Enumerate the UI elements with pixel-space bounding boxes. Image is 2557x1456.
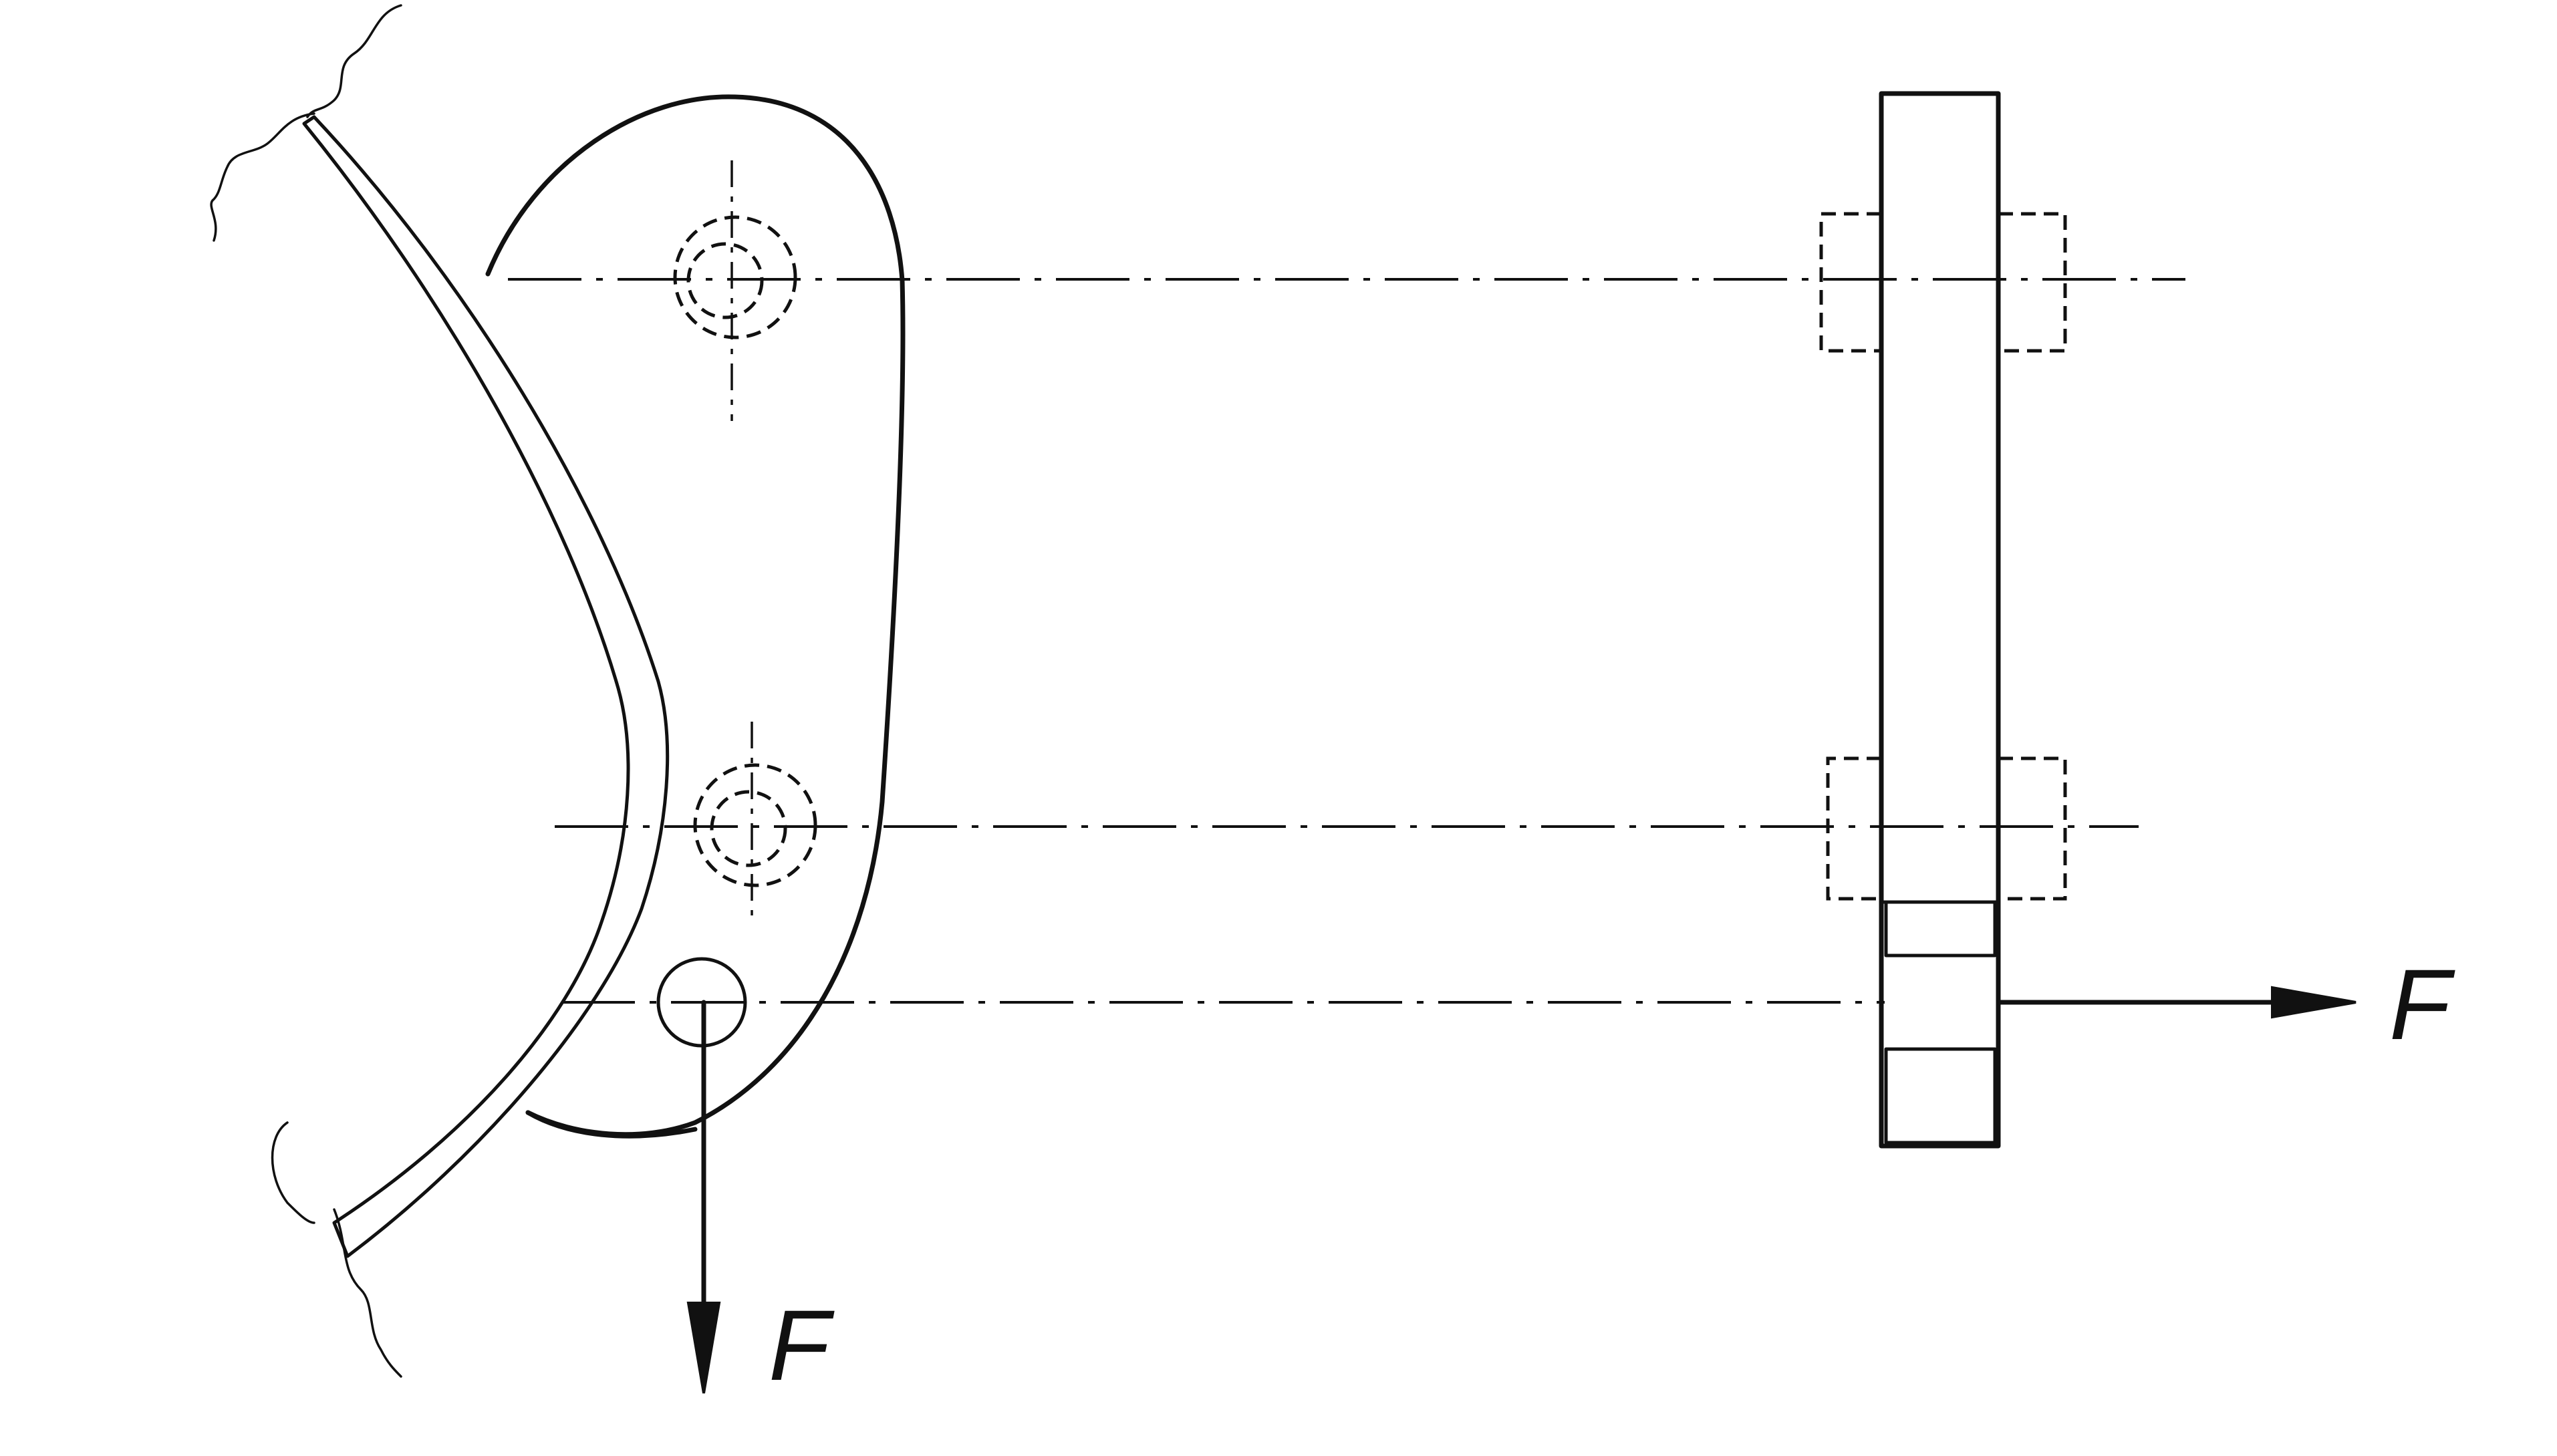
upper-bolt-hidden-outer <box>673 215 797 339</box>
break-line-top <box>306 4 402 118</box>
lower-bolt-hidden-inner <box>710 790 787 867</box>
force-label-vertical: F <box>769 1289 835 1401</box>
side-view <box>1819 91 2357 1149</box>
bracket-lug-base <box>525 1110 698 1139</box>
front-view <box>210 4 906 1394</box>
shell-wall-section <box>302 115 670 1258</box>
pin-bore-section-upper <box>1884 900 1997 958</box>
side-plate <box>1879 91 2001 1149</box>
break-line-top-left <box>210 112 315 242</box>
upper-bolt-right-hidden <box>1998 212 2067 353</box>
bracket-lug-outline <box>485 94 906 1137</box>
pin-bore-section-lower <box>1884 1047 1997 1145</box>
force-arrow-vertical-head <box>686 1302 721 1394</box>
lower-bolt-right-hidden <box>1998 756 2067 901</box>
lower-bolt-left-hidden <box>1826 756 1881 901</box>
upper-bolt-left-hidden <box>1819 212 1881 353</box>
break-line-bottom <box>271 1121 315 1224</box>
force-label-horizontal: F <box>2389 948 2455 1060</box>
projection-centerlines <box>508 278 2185 1004</box>
break-line-bottom-left <box>333 1208 402 1378</box>
force-arrow-horizontal-head <box>2271 986 2357 1019</box>
